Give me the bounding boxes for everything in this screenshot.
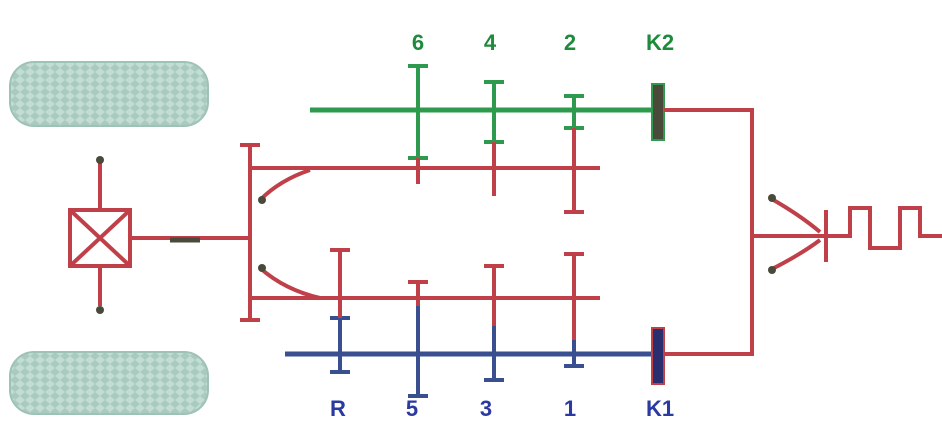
label-gear-4: 4 bbox=[484, 30, 497, 55]
clutch-bearing-bottom bbox=[768, 266, 776, 274]
axle-end-top bbox=[96, 156, 104, 164]
axle-end-bottom bbox=[96, 306, 104, 314]
even-driven-gears bbox=[416, 128, 584, 214]
output-bearing-top bbox=[258, 196, 266, 204]
clutch-housing bbox=[664, 108, 942, 356]
clutch-k2 bbox=[651, 83, 665, 141]
label-gear-1: 1 bbox=[564, 396, 576, 421]
output-bearing-bottom bbox=[258, 264, 266, 272]
label-gear-6: 6 bbox=[412, 30, 424, 55]
even-gears bbox=[408, 64, 584, 160]
odd-driven-gears bbox=[330, 248, 584, 340]
label-gear-r: R bbox=[330, 396, 346, 421]
tire-top bbox=[9, 61, 209, 127]
label-clutch-k1: K1 bbox=[646, 396, 674, 421]
clutch-k1 bbox=[651, 327, 665, 385]
label-gear-2: 2 bbox=[564, 30, 576, 55]
odd-gears bbox=[330, 306, 584, 398]
label-gear-3: 3 bbox=[480, 396, 492, 421]
differential bbox=[68, 208, 132, 268]
label-clutch-k2: K2 bbox=[646, 30, 674, 55]
clutch-bearing-top bbox=[768, 194, 776, 202]
label-gear-5: 5 bbox=[406, 396, 418, 421]
tire-bottom bbox=[9, 351, 209, 415]
